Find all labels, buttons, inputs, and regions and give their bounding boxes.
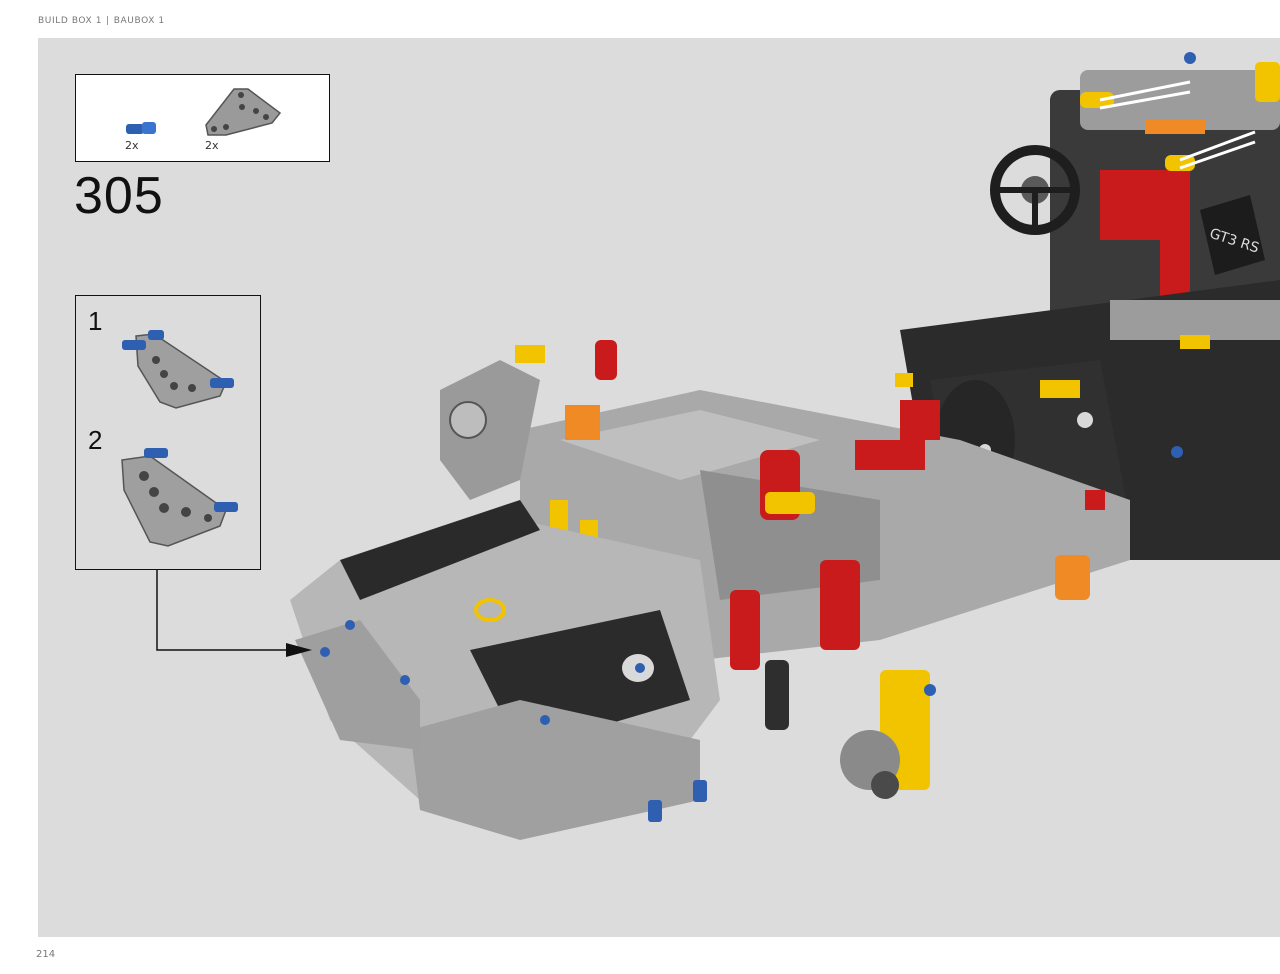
substep-label-2: 2 [88, 425, 103, 455]
subassembly-box: 1 2 [75, 295, 261, 570]
substep-2-assembly-icon [121, 448, 238, 547]
page-header: BUILD BOX 1|BAUBOX 1 [38, 16, 165, 26]
front-hub [765, 660, 900, 799]
part-qty-2: 2x [205, 139, 219, 152]
part-qty-1: 2x [125, 139, 139, 152]
rear-tower: GT3 RS [1050, 52, 1280, 320]
page-number: 214 [36, 949, 56, 960]
gray-triangle-beam-icon [205, 88, 282, 136]
header-right: BAUBOX 1 [113, 16, 165, 26]
car-chassis-assembly-icon: GT3 RS [290, 52, 1280, 840]
front-section [290, 446, 1183, 840]
steering-wheel [990, 145, 1080, 235]
header-separator: | [106, 16, 110, 26]
substep-1-assembly-icon [122, 330, 234, 409]
header-left: BUILD BOX 1 [38, 16, 103, 26]
blue-axle-pin-icon [126, 122, 156, 134]
substep-label-1: 1 [88, 306, 103, 336]
step-number: 305 [74, 167, 164, 225]
parts-list-box: 2x 2x [75, 74, 330, 162]
